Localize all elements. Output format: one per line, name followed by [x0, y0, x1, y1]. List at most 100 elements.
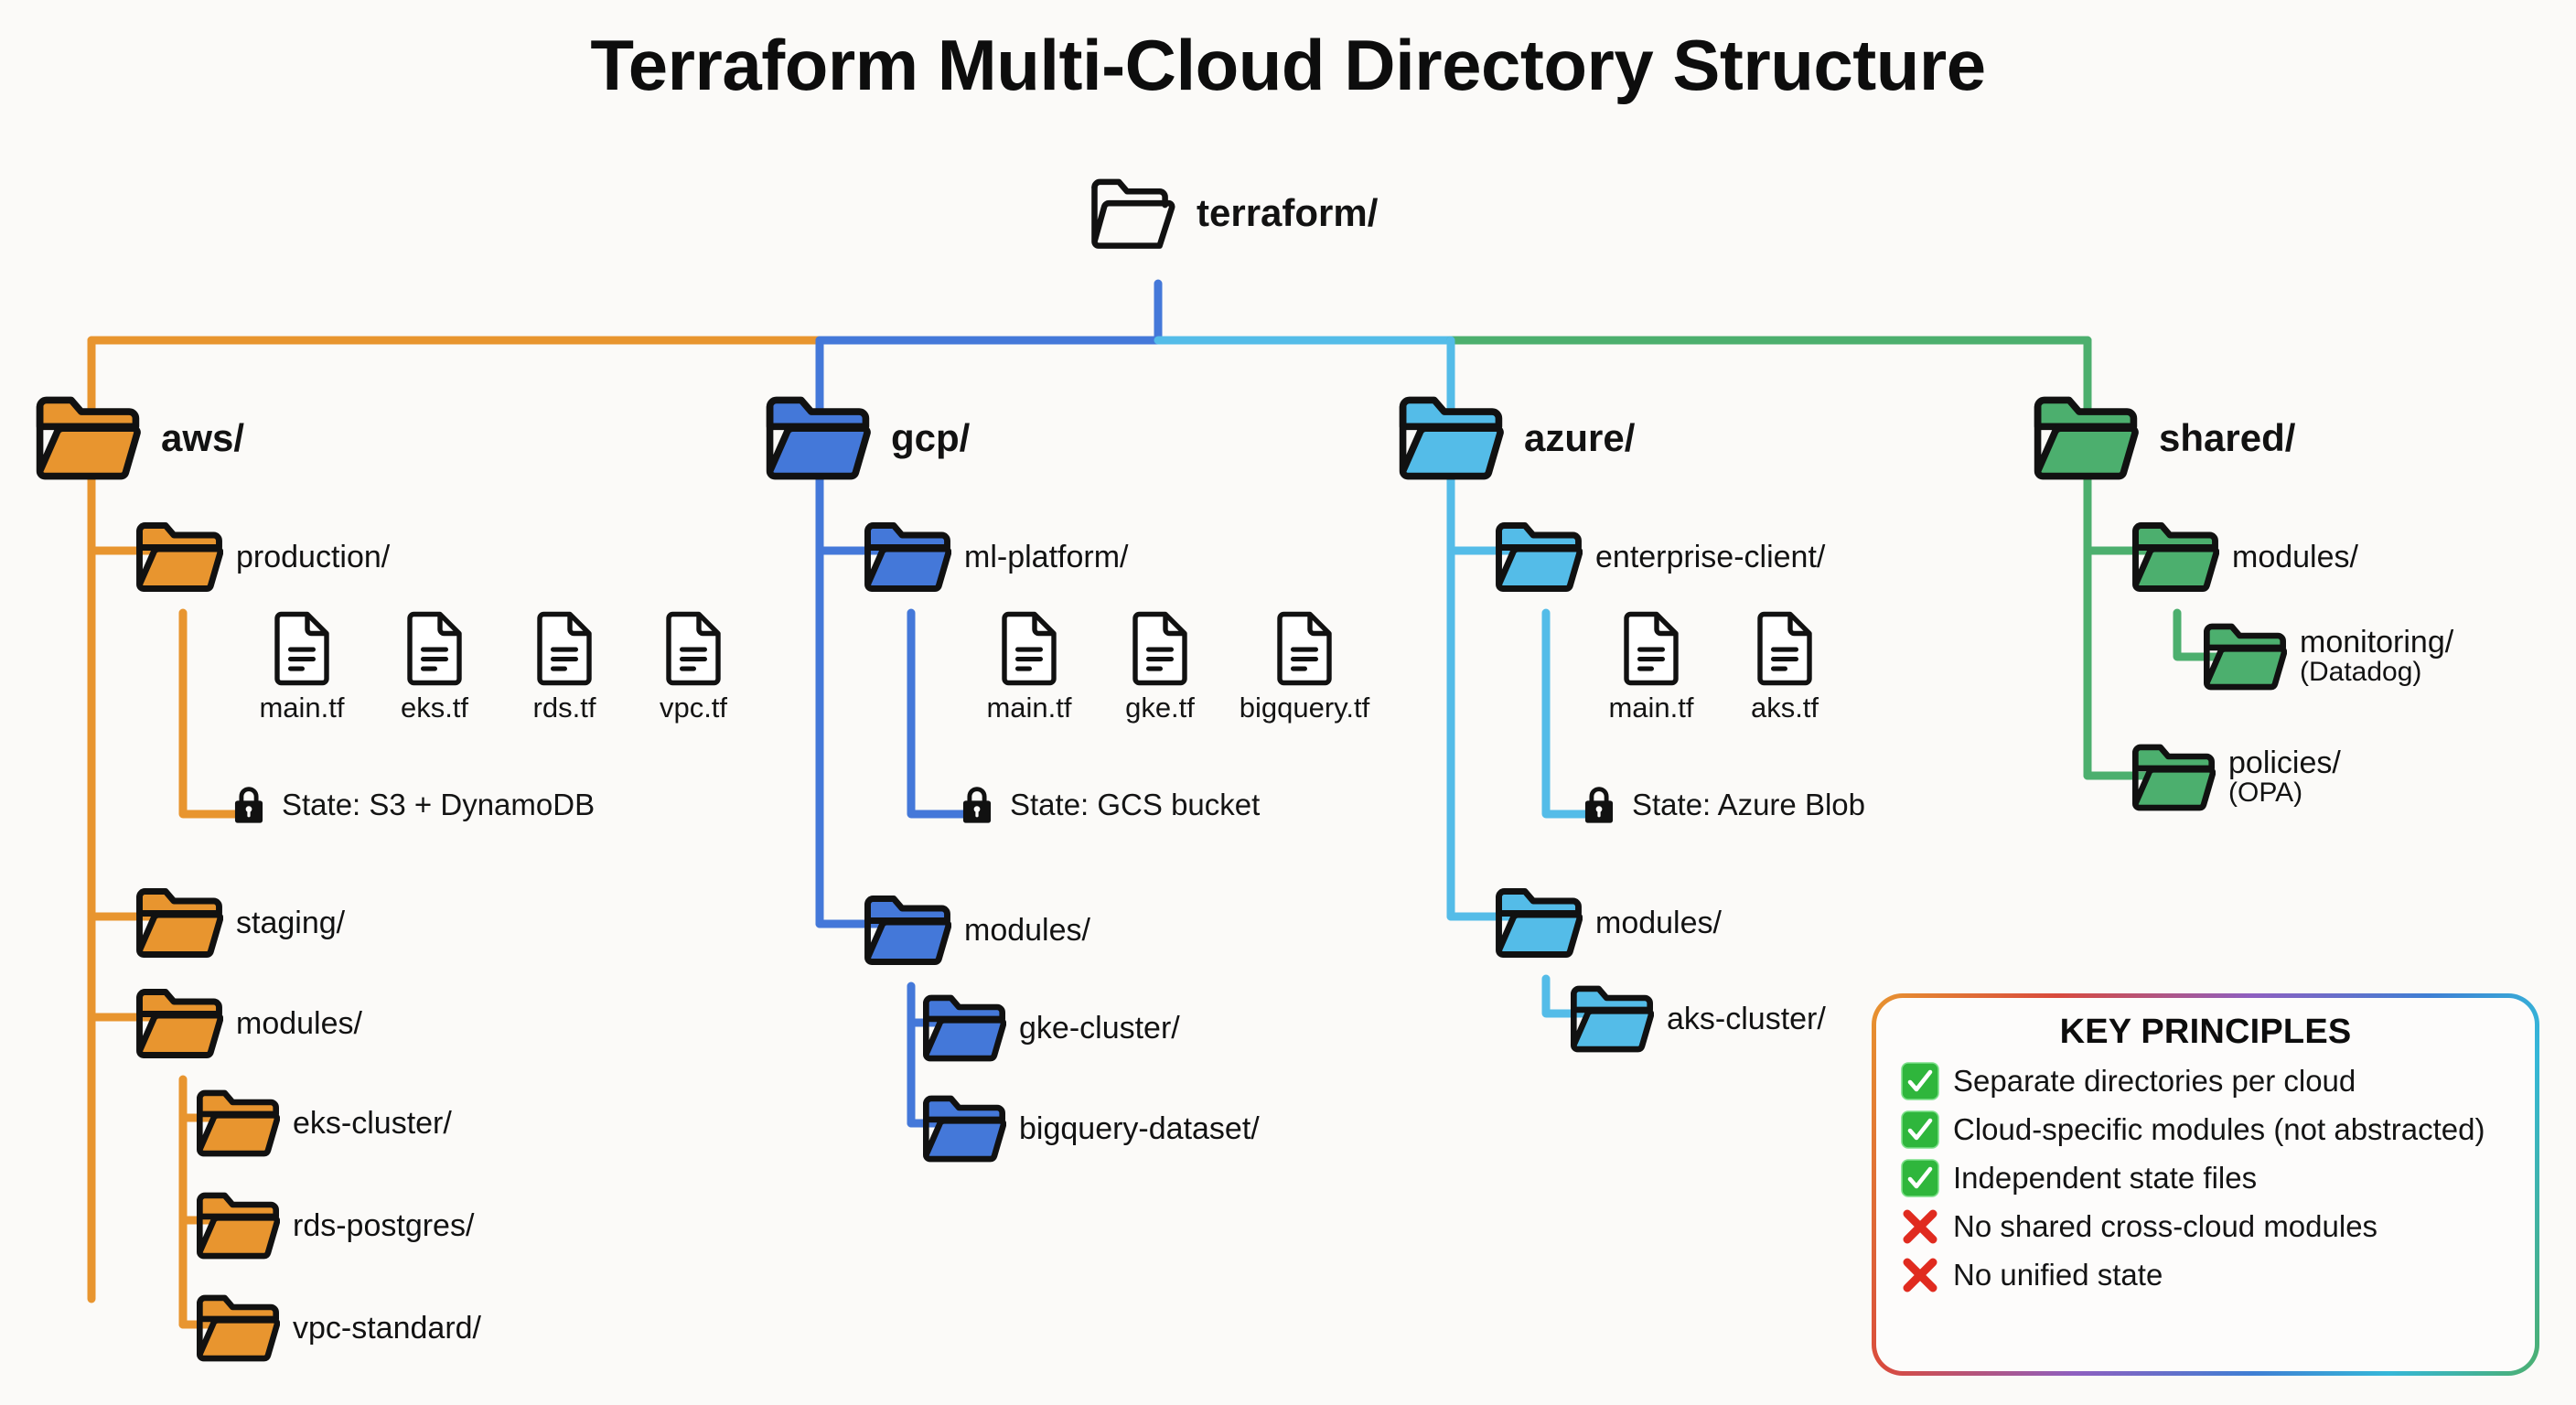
- node-label: terraform/: [1197, 190, 1379, 234]
- file-icon: [1757, 611, 1812, 686]
- node-azure-modules[interactable]: modules/: [1495, 887, 1722, 959]
- file-item[interactable]: main.tf: [1584, 611, 1718, 724]
- node-label: enterprise-client/: [1595, 539, 1826, 574]
- state-text: State: Azure Blob: [1632, 788, 1865, 821]
- check-icon: [1901, 1159, 1939, 1197]
- node-azure-enterprise-client[interactable]: enterprise-client/: [1495, 521, 1825, 593]
- list-item: No unified state: [1900, 1255, 2535, 1295]
- file-icon: [1132, 611, 1187, 686]
- node-sublabel: (Datadog): [2300, 657, 2422, 688]
- folder-icon: [2204, 623, 2287, 691]
- file-name: gke.tf: [1125, 692, 1195, 724]
- folder-icon: [864, 522, 951, 592]
- file-item[interactable]: aks.tf: [1718, 611, 1852, 724]
- folder-icon: [136, 522, 223, 592]
- file-name: main.tf: [986, 692, 1072, 724]
- list-item-text: Separate directories per cloud: [1953, 1064, 2356, 1098]
- folder-icon: [864, 896, 951, 965]
- file-name: main.tf: [259, 692, 345, 724]
- folder-icon: [1571, 985, 1654, 1053]
- file-item[interactable]: bigquery.tf: [1224, 611, 1385, 724]
- node-azure-aks-cluster[interactable]: aks-cluster/: [1570, 984, 1826, 1054]
- key-principles-heading: KEY PRINCIPLES: [2059, 1013, 2352, 1051]
- node-aws-production[interactable]: production/: [135, 521, 390, 593]
- node-aws-staging[interactable]: staging/: [135, 887, 345, 959]
- file-name: vpc.tf: [659, 692, 728, 724]
- node-label: aks-cluster/: [1667, 1001, 1826, 1036]
- folder-outline-icon: [1091, 178, 1175, 249]
- gcp-state-row: State: GCS bucket: [957, 785, 1260, 825]
- file-name: main.tf: [1608, 692, 1694, 724]
- node-label: ml-platform/: [964, 539, 1129, 574]
- node-label: vpc-standard/: [293, 1310, 481, 1346]
- list-item: No shared cross-cloud modules: [1900, 1207, 2535, 1247]
- node-gcp-ml-platform[interactable]: ml-platform/: [864, 521, 1128, 593]
- folder-icon: [197, 1089, 280, 1157]
- node-terraform-root[interactable]: terraform/: [1089, 174, 1378, 252]
- node-label: modules/: [1595, 905, 1722, 940]
- file-icon: [537, 611, 592, 686]
- list-item: Cloud-specific modules (not abstracted): [1900, 1110, 2535, 1150]
- aws-state-row: State: S3 + DynamoDB: [229, 785, 595, 825]
- folder-icon: [923, 994, 1006, 1062]
- folder-icon: [766, 396, 871, 480]
- file-icon: [1002, 611, 1057, 686]
- node-gcp-bigquery-dataset[interactable]: bigquery-dataset/: [922, 1094, 1260, 1164]
- node-label: staging/: [236, 905, 346, 940]
- folder-icon: [2132, 522, 2219, 592]
- azure-enterprise-client-files: main.tf aks.tf: [1584, 611, 1852, 724]
- node-gcp-gke-cluster[interactable]: gke-cluster/: [922, 993, 1180, 1063]
- node-label: azure/: [1524, 415, 1636, 459]
- file-item[interactable]: main.tf: [962, 611, 1096, 724]
- list-item-text: No unified state: [1953, 1258, 2163, 1292]
- node-gcp[interactable]: gcp/: [765, 395, 970, 481]
- node-label: aws/: [161, 415, 245, 459]
- state-text: State: S3 + DynamoDB: [282, 788, 596, 821]
- folder-icon: [197, 1294, 280, 1362]
- node-label: shared/: [2159, 415, 2296, 459]
- node-label: modules/: [236, 1005, 362, 1041]
- file-name: bigquery.tf: [1239, 692, 1370, 724]
- file-icon: [1277, 611, 1332, 686]
- folder-icon: [36, 396, 141, 480]
- folder-icon: [923, 1095, 1006, 1163]
- node-label: rds-postgres/: [293, 1207, 475, 1243]
- file-item[interactable]: gke.tf: [1096, 611, 1224, 724]
- folder-icon: [2034, 396, 2139, 480]
- file-item[interactable]: vpc.tf: [629, 611, 757, 724]
- node-label: monitoring/: [2300, 625, 2454, 660]
- node-shared-policies[interactable]: policies/ (OPA): [2131, 743, 2341, 812]
- file-icon: [1624, 611, 1679, 686]
- node-gcp-modules[interactable]: modules/: [864, 895, 1090, 966]
- file-icon: [666, 611, 721, 686]
- list-item-text: Independent state files: [1953, 1161, 2258, 1195]
- node-label: production/: [236, 539, 391, 574]
- file-item[interactable]: eks.tf: [370, 611, 499, 724]
- page-title: Terraform Multi-Cloud Directory Structur…: [590, 25, 1986, 105]
- node-azure[interactable]: azure/: [1398, 395, 1635, 481]
- node-label: modules/: [2232, 539, 2358, 574]
- azure-state-row: State: Azure Blob: [1579, 785, 1865, 825]
- folder-icon: [1496, 522, 1583, 592]
- node-aws-rds-postgres[interactable]: rds-postgres/: [196, 1191, 474, 1260]
- node-aws-vpc-standard[interactable]: vpc-standard/: [196, 1293, 481, 1363]
- node-aws-eks-cluster[interactable]: eks-cluster/: [196, 1089, 452, 1158]
- node-label: gcp/: [891, 415, 971, 459]
- key-principles-list: Separate directories per cloud Cloud-spe…: [1876, 1061, 2535, 1295]
- folder-icon: [1496, 888, 1583, 958]
- file-item[interactable]: main.tf: [234, 611, 370, 724]
- file-name: eks.tf: [400, 692, 469, 724]
- node-aws-modules[interactable]: modules/: [135, 988, 362, 1059]
- node-aws[interactable]: aws/: [35, 395, 244, 481]
- check-icon: [1901, 1110, 1939, 1149]
- node-shared[interactable]: shared/: [2033, 395, 2295, 481]
- cross-icon: [1903, 1209, 1937, 1244]
- node-shared-monitoring[interactable]: monitoring/ (Datadog): [2203, 622, 2453, 692]
- folder-icon: [197, 1192, 280, 1260]
- lock-icon: [234, 787, 263, 823]
- node-label: policies/: [2228, 745, 2341, 781]
- node-shared-modules[interactable]: modules/: [2131, 521, 2358, 593]
- folder-icon: [136, 888, 223, 958]
- state-text: State: GCS bucket: [1010, 788, 1261, 821]
- file-item[interactable]: rds.tf: [499, 611, 629, 724]
